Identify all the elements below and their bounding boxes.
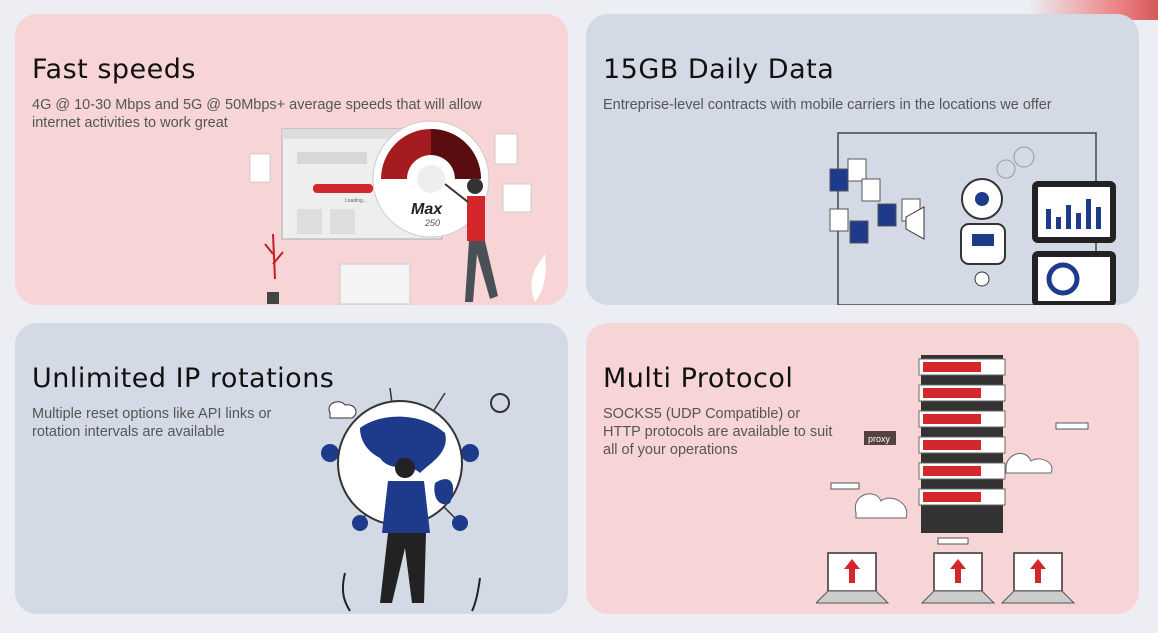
globe-illustration (321, 387, 510, 612)
card-title: Unlimited IP rotations (32, 363, 335, 394)
proxy-servers-illustration: proxy (816, 355, 1089, 604)
card-title: 15GB Daily Data (603, 54, 835, 85)
svg-text:Max: Max (411, 201, 443, 218)
card-title: Fast speeds (32, 54, 196, 85)
feature-card-daily-data: 15GB Daily Data Entreprise-level contrac… (586, 14, 1139, 305)
data-processing-illustration (829, 132, 1116, 305)
card-description: 4G @ 10-30 Mbps and 5G @ 50Mbps+ average… (32, 97, 482, 131)
card-description: SOCKS5 (UDP Compatible) or HTTP protocol… (603, 406, 833, 458)
card-title: Multi Protocol (603, 363, 794, 394)
feature-card-ip-rotations: Unlimited IP rotations Multiple reset op… (15, 323, 568, 614)
card-description: Entreprise-level contracts with mobile c… (603, 97, 1052, 113)
svg-text:250: 250 (424, 218, 440, 228)
svg-text:Loading...: Loading... (345, 198, 367, 204)
feature-card-multi-protocol: Multi Protocol SOCKS5 (UDP Compatible) o… (586, 323, 1139, 614)
proxy-label: proxy (868, 434, 891, 444)
speed-gauge-illustration: Loading... Max 250 (249, 120, 546, 305)
card-description: Multiple reset options like API links or… (32, 406, 272, 440)
feature-card-fast-speeds: Fast speeds 4G @ 10-30 Mbps and 5G @ 50M… (15, 14, 568, 305)
